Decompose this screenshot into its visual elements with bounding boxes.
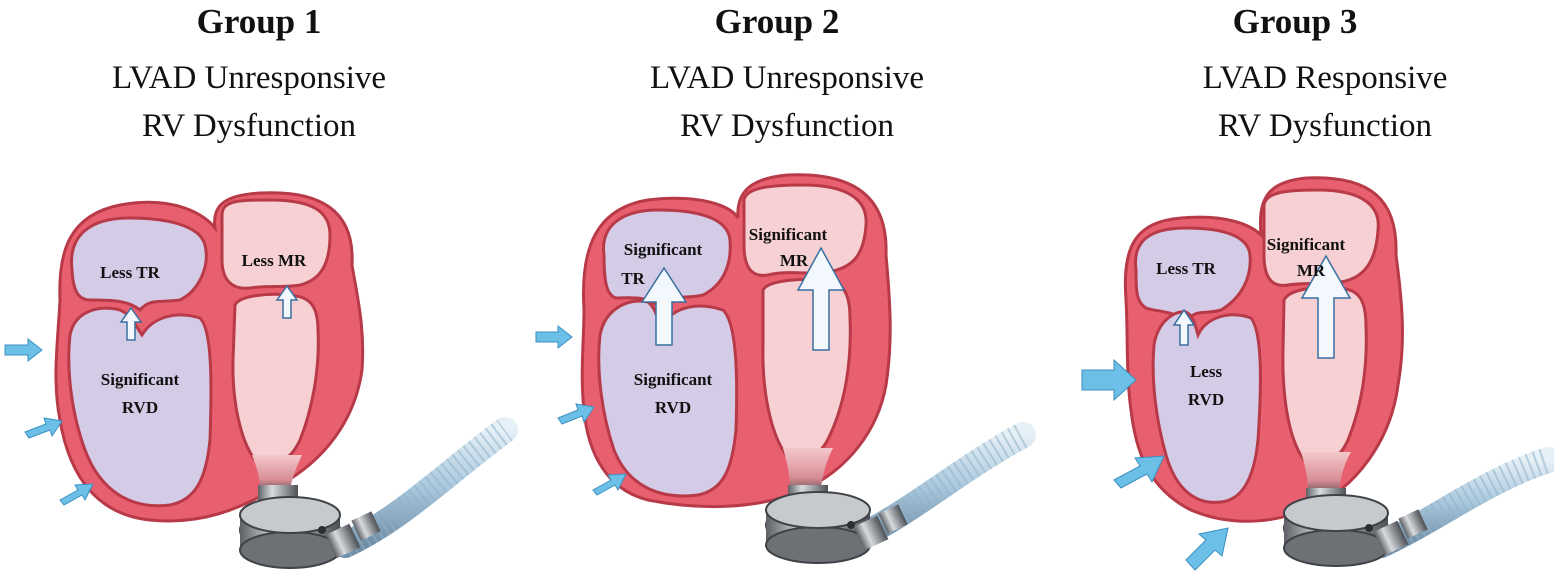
pressure-arrow bbox=[557, 403, 595, 425]
group-title: Group 1 bbox=[196, 2, 322, 41]
group-subtitle-line-1: LVAD Unresponsive bbox=[649, 60, 925, 96]
la-label: Less MR bbox=[242, 251, 307, 270]
pressure-arrow bbox=[59, 483, 94, 506]
right-atrium bbox=[70, 216, 208, 313]
lvad-pump bbox=[765, 485, 908, 564]
la-label-2: MR bbox=[1297, 261, 1326, 280]
group-2-panel: Significant TR Significant MR Significan… bbox=[518, 0, 1036, 585]
la-label-1: Significant bbox=[749, 225, 828, 244]
group-subtitle-line-1: LVAD Unresponsive bbox=[111, 60, 387, 96]
lvad-pump bbox=[239, 485, 381, 569]
tr-flow-arrow bbox=[640, 266, 688, 346]
rv-label-1: Significant bbox=[101, 370, 180, 389]
heart-diagram: Less TR Significant MR Less RVD bbox=[1081, 176, 1554, 571]
group-subtitle-line-2: RV Dysfunction bbox=[1217, 108, 1432, 144]
la-label-1: Significant bbox=[1267, 235, 1346, 254]
lvad-pump bbox=[1283, 488, 1428, 567]
mr-flow-arrow bbox=[796, 246, 846, 351]
group-title: Group 3 bbox=[1232, 2, 1358, 41]
pressure-arrow bbox=[1081, 358, 1137, 402]
inflow-cannula bbox=[783, 448, 833, 490]
group-title: Group 2 bbox=[714, 2, 840, 41]
pressure-arrow bbox=[1113, 455, 1165, 489]
mr-flow-arrow bbox=[1300, 254, 1352, 359]
ra-label: Less TR bbox=[1156, 259, 1216, 278]
right-ventricle bbox=[597, 299, 739, 498]
right-atrium bbox=[1133, 226, 1252, 325]
heart-diagram: Less TR Less MR Significant RVD bbox=[4, 191, 518, 569]
group-subtitle-line-2: RV Dysfunction bbox=[679, 108, 894, 144]
left-atrium bbox=[742, 183, 868, 277]
ra-label-1: Significant bbox=[624, 240, 703, 259]
right-ventricle bbox=[1151, 310, 1262, 504]
pressure-arrow bbox=[535, 324, 573, 350]
group-3-panel: Less TR Significant MR Less RVD Group 3 … bbox=[1036, 0, 1554, 585]
rv-label-1: Significant bbox=[634, 370, 713, 389]
tr-flow-arrow bbox=[1172, 308, 1196, 346]
pressure-arrow bbox=[1185, 527, 1229, 571]
la-label-2: MR bbox=[780, 251, 809, 270]
rv-label-2: RVD bbox=[655, 398, 691, 417]
rv-label-2: RVD bbox=[1188, 390, 1224, 409]
right-atrium bbox=[602, 208, 732, 311]
inflow-cannula bbox=[252, 455, 302, 490]
pressure-arrow bbox=[592, 473, 627, 496]
ra-label-2: TR bbox=[621, 269, 645, 288]
rv-label-1: Less bbox=[1190, 362, 1223, 381]
ra-label: Less TR bbox=[100, 263, 160, 282]
mr-flow-arrow bbox=[275, 284, 299, 319]
pressure-arrow bbox=[24, 417, 63, 439]
tr-flow-arrow bbox=[119, 306, 143, 341]
inflow-cannula bbox=[1301, 452, 1351, 492]
heart-diagram: Significant TR Significant MR Significan… bbox=[535, 173, 1036, 564]
pressure-arrow bbox=[4, 337, 43, 363]
left-atrium bbox=[1262, 188, 1380, 287]
group-subtitle-line-1: LVAD Responsive bbox=[1202, 60, 1448, 96]
group-subtitle-line-2: RV Dysfunction bbox=[141, 108, 356, 144]
group-1-panel: Less TR Less MR Significant RVD Group 1 … bbox=[0, 0, 518, 585]
left-atrium bbox=[220, 198, 332, 290]
rv-label-2: RVD bbox=[122, 398, 158, 417]
